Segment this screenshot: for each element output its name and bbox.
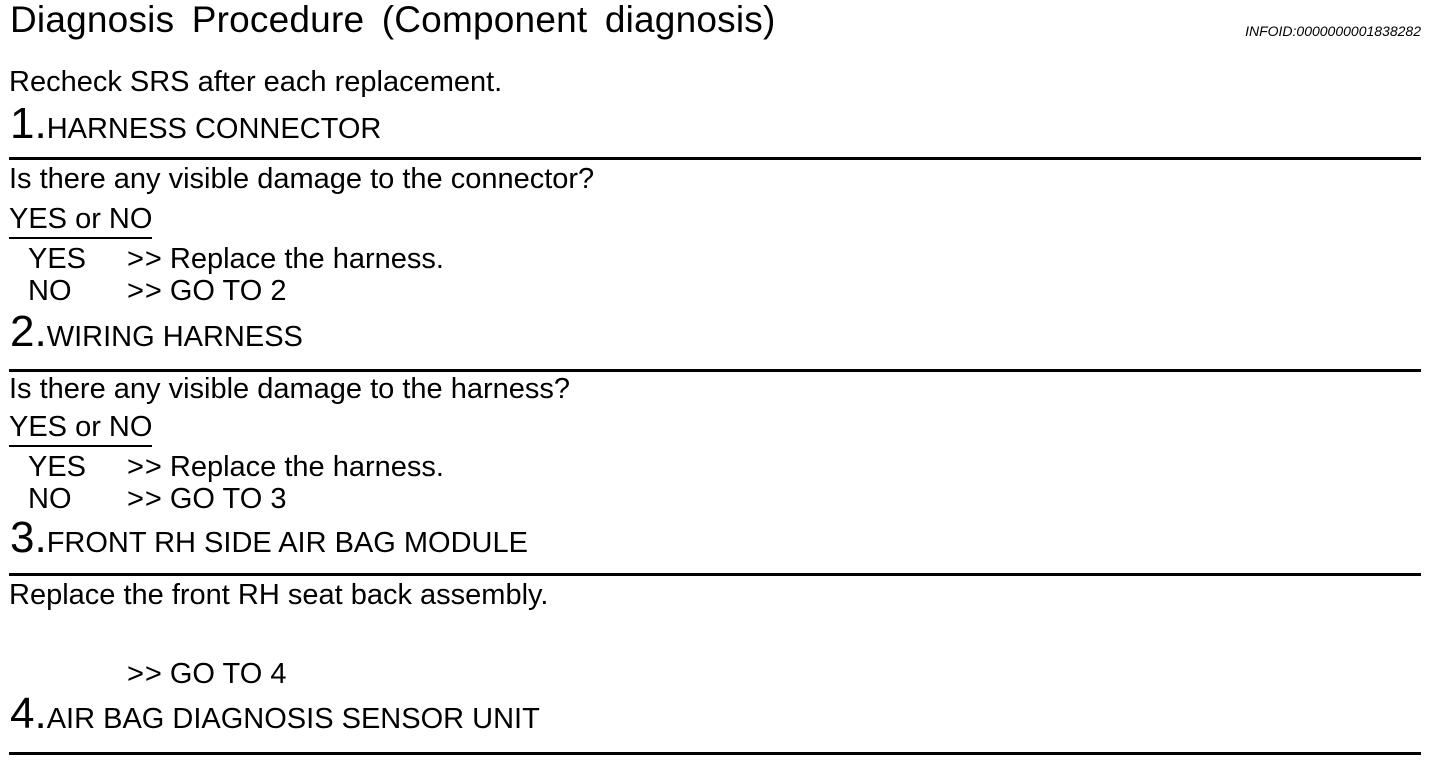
section-divider xyxy=(9,157,1421,160)
step-number: 2. xyxy=(10,307,47,356)
step-3-instruction: Replace the front RH seat back assembly. xyxy=(9,579,549,611)
answer-label: NO xyxy=(28,275,72,307)
step-1-answer-no: NO >>GO TO 2 xyxy=(28,277,286,306)
step-2-yes-no-prompt: YES or NO xyxy=(9,413,153,447)
answer-arrow: >> xyxy=(127,243,163,275)
answer-arrow: >> xyxy=(127,483,163,515)
step-title: WIRING HARNESS xyxy=(46,321,303,353)
answer-action: Replace the harness. xyxy=(169,451,444,483)
section-divider xyxy=(9,573,1421,576)
step-2-answer-yes: YES >>Replace the harness. xyxy=(28,453,444,482)
answer-action: GO TO 4 xyxy=(169,658,287,690)
step-1-answer-yes: YES >>Replace the harness. xyxy=(28,245,444,274)
section-divider xyxy=(9,752,1421,755)
step-1-question: Is there any visible damage to the conne… xyxy=(9,163,595,195)
step-number: 3. xyxy=(10,513,47,562)
step-3-heading: 3.FRONT RH SIDE AIR BAG MODULE xyxy=(10,516,528,560)
answer-action: GO TO 3 xyxy=(169,483,287,515)
answer-arrow: >> xyxy=(127,451,163,483)
section-divider xyxy=(9,369,1421,372)
step-title: AIR BAG DIAGNOSIS SENSOR UNIT xyxy=(46,703,540,735)
step-2-question: Is there any visible damage to the harne… xyxy=(9,373,570,405)
answer-arrow: >> xyxy=(127,275,163,307)
step-1-yes-no-prompt: YES or NO xyxy=(9,205,153,239)
step-number: 4. xyxy=(10,689,47,738)
step-1-heading: 1.HARNESS CONNECTOR xyxy=(10,102,381,146)
answer-label: YES xyxy=(28,243,87,275)
answer-label: NO xyxy=(28,483,72,515)
page-title: Diagnosis Procedure (Component diagnosis… xyxy=(10,0,776,40)
step-2-answer-no: NO >>GO TO 3 xyxy=(28,485,286,514)
step-4-heading: 4.AIR BAG DIAGNOSIS SENSOR UNIT xyxy=(10,692,540,736)
answer-action: Replace the harness. xyxy=(169,243,444,275)
step-2-heading: 2.WIRING HARNESS xyxy=(10,310,303,354)
answer-arrow: >> xyxy=(127,658,163,690)
step-3-answer: >>GO TO 4 xyxy=(127,660,286,689)
step-title: HARNESS CONNECTOR xyxy=(46,113,382,145)
infoid-label: INFOID:0000000001838282 xyxy=(1245,23,1421,39)
intro-text: Recheck SRS after each replacement. xyxy=(9,66,503,98)
answer-action: GO TO 2 xyxy=(169,275,287,307)
answer-label: YES xyxy=(28,451,87,483)
step-number: 1. xyxy=(10,99,47,148)
step-title: FRONT RH SIDE AIR BAG MODULE xyxy=(46,527,528,559)
